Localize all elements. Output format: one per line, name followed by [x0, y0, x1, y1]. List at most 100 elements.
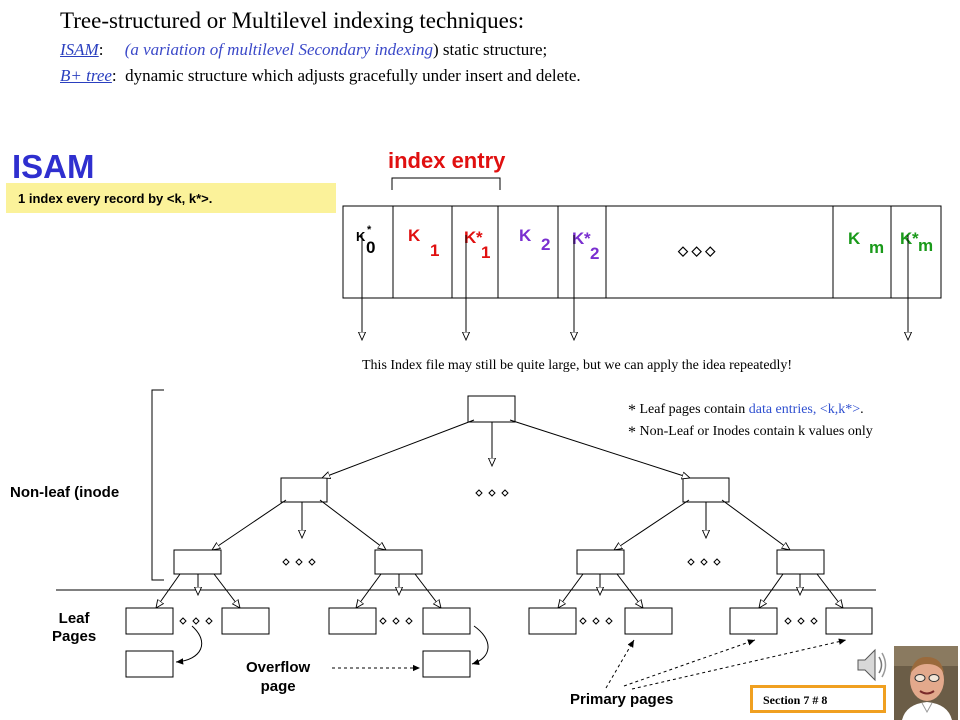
note-asterisk: * — [628, 402, 636, 419]
isam-description: variation of multilevel Secondary indexi… — [143, 40, 433, 59]
leaf-page — [125, 607, 174, 635]
note-prefix: Leaf pages contain — [636, 402, 749, 417]
leaf-edge — [156, 573, 181, 608]
key-star: * — [476, 228, 483, 247]
key-subscript: 2 — [590, 244, 599, 263]
tree-edge — [509, 419, 690, 478]
key-star: * — [367, 224, 372, 236]
overflow-page — [422, 650, 471, 678]
primary-dashed-arrows — [605, 638, 847, 690]
key-star: * — [912, 229, 919, 248]
slide-title: Tree-structured or Multilevel indexing t… — [60, 8, 525, 33]
inode-level2 — [576, 549, 625, 575]
key-letter: K — [519, 226, 532, 245]
tree-edge — [614, 499, 690, 550]
primary-arrow — [631, 638, 847, 690]
index-cell-k0: K * 0 — [356, 224, 375, 257]
key-letter: K — [848, 229, 861, 248]
root-node — [467, 395, 516, 423]
index-entry-label: index entry — [388, 148, 506, 173]
leaf-edge — [616, 573, 643, 608]
inode-level2 — [374, 549, 423, 575]
isam-definition: ISAM: (a variation of multilevel Seconda… — [60, 40, 547, 60]
index-cell-k2: K 2 — [519, 226, 550, 254]
index-cell-kstar2: K * 2 — [572, 229, 599, 263]
isam-note-text: 1 index every record by <k, k*>. — [18, 191, 213, 206]
inode-level2 — [776, 549, 825, 575]
section-badge: Section 7 # 8 — [750, 685, 886, 713]
overflow-page-label: Overflow page — [246, 658, 310, 696]
key-letter: K — [356, 229, 366, 244]
leaf-page — [825, 607, 873, 635]
note-asterisk: * — [628, 424, 636, 441]
key-star: * — [584, 229, 591, 248]
isam-term: ISAM — [60, 40, 99, 59]
inode-right — [682, 477, 730, 503]
index-page — [342, 205, 942, 299]
leaf-pages-note: * Leaf pages contain data entries, <k,k*… — [628, 400, 864, 419]
primary-arrow — [623, 639, 756, 687]
overflow-pages — [125, 650, 471, 678]
key-subscript: 1 — [481, 243, 490, 262]
overflow-curve-arrow — [471, 625, 489, 665]
isam-colon: : — [98, 40, 104, 59]
nonleaf-note: * Non-Leaf or Inodes contain k values on… — [628, 422, 873, 441]
bplus-colon: : — [111, 66, 117, 85]
key-subscript: 2 — [541, 235, 550, 254]
tree-nodes — [173, 395, 825, 575]
leaf-pages-label: Leaf Pages — [52, 610, 96, 646]
portrait-photo — [894, 646, 958, 720]
ellipsis-dots — [579, 617, 613, 625]
index-cell-kstarm: K * m — [900, 229, 933, 255]
isam-paren-close: ) static structure; — [433, 40, 548, 59]
note-highlight: data entries, <k,k*> — [748, 402, 861, 417]
tree-ellipses — [179, 489, 818, 625]
leaf-page — [422, 607, 471, 635]
index-cell-km: K m — [848, 229, 884, 257]
index-cell-k1: K 1 — [408, 226, 439, 260]
section-text: Section 7 # 8 — [763, 693, 828, 707]
primary-pages-label: Primary pages — [570, 691, 674, 708]
leaf-label-line1: Leaf — [58, 610, 90, 627]
nonleaf-label: Non-leaf (inode — [10, 484, 120, 501]
inode-level2 — [173, 549, 222, 575]
leaf-edge — [414, 573, 441, 608]
index-entry-bracket — [391, 177, 501, 190]
leaf-page — [624, 607, 673, 635]
overflow-label-line1: Overflow — [246, 659, 311, 676]
repeat-note: This Index file may still be quite large… — [362, 358, 793, 373]
ellipsis-dots — [179, 617, 213, 625]
overflow-curve-arrow — [175, 625, 203, 665]
isam-paren-open: (a — [124, 40, 144, 59]
note-prefix: Non-Leaf or Inodes contain k values only — [636, 424, 873, 439]
key-letter: K — [572, 229, 585, 248]
ellipsis-dots — [475, 489, 509, 497]
ellipsis-dots — [379, 617, 413, 625]
overflow-page — [125, 650, 174, 678]
ellipsis-dots — [784, 617, 818, 625]
primary-arrow — [605, 639, 635, 689]
leaf-edge — [213, 573, 240, 608]
overflow-label-line2: page — [260, 678, 296, 695]
index-pointers — [362, 235, 908, 340]
bplus-description: dynamic structure which adjusts graceful… — [125, 66, 581, 85]
bplus-term: B+ tree — [60, 66, 112, 85]
tree-edge — [212, 499, 287, 550]
tree-edge — [319, 499, 386, 550]
leaf-edge — [816, 573, 843, 608]
leaf-edge — [356, 573, 382, 608]
overflow-links — [175, 625, 489, 665]
note-suffix: . — [860, 402, 864, 417]
nonleaf-bracket — [151, 389, 164, 581]
key-letter: K — [464, 228, 477, 247]
key-letter: K — [900, 229, 913, 248]
leaf-edges — [156, 573, 843, 608]
leaf-page — [221, 607, 270, 635]
speaker-icon[interactable] — [855, 645, 891, 685]
ellipsis-dots — [282, 558, 316, 566]
index-ellipsis: ◇ ◇ ◇ — [677, 243, 716, 258]
key-subscript: 0 — [366, 238, 375, 257]
bplus-definition: B+ tree: dynamic structure which adjusts… — [60, 66, 581, 86]
tree-edge — [721, 499, 790, 550]
